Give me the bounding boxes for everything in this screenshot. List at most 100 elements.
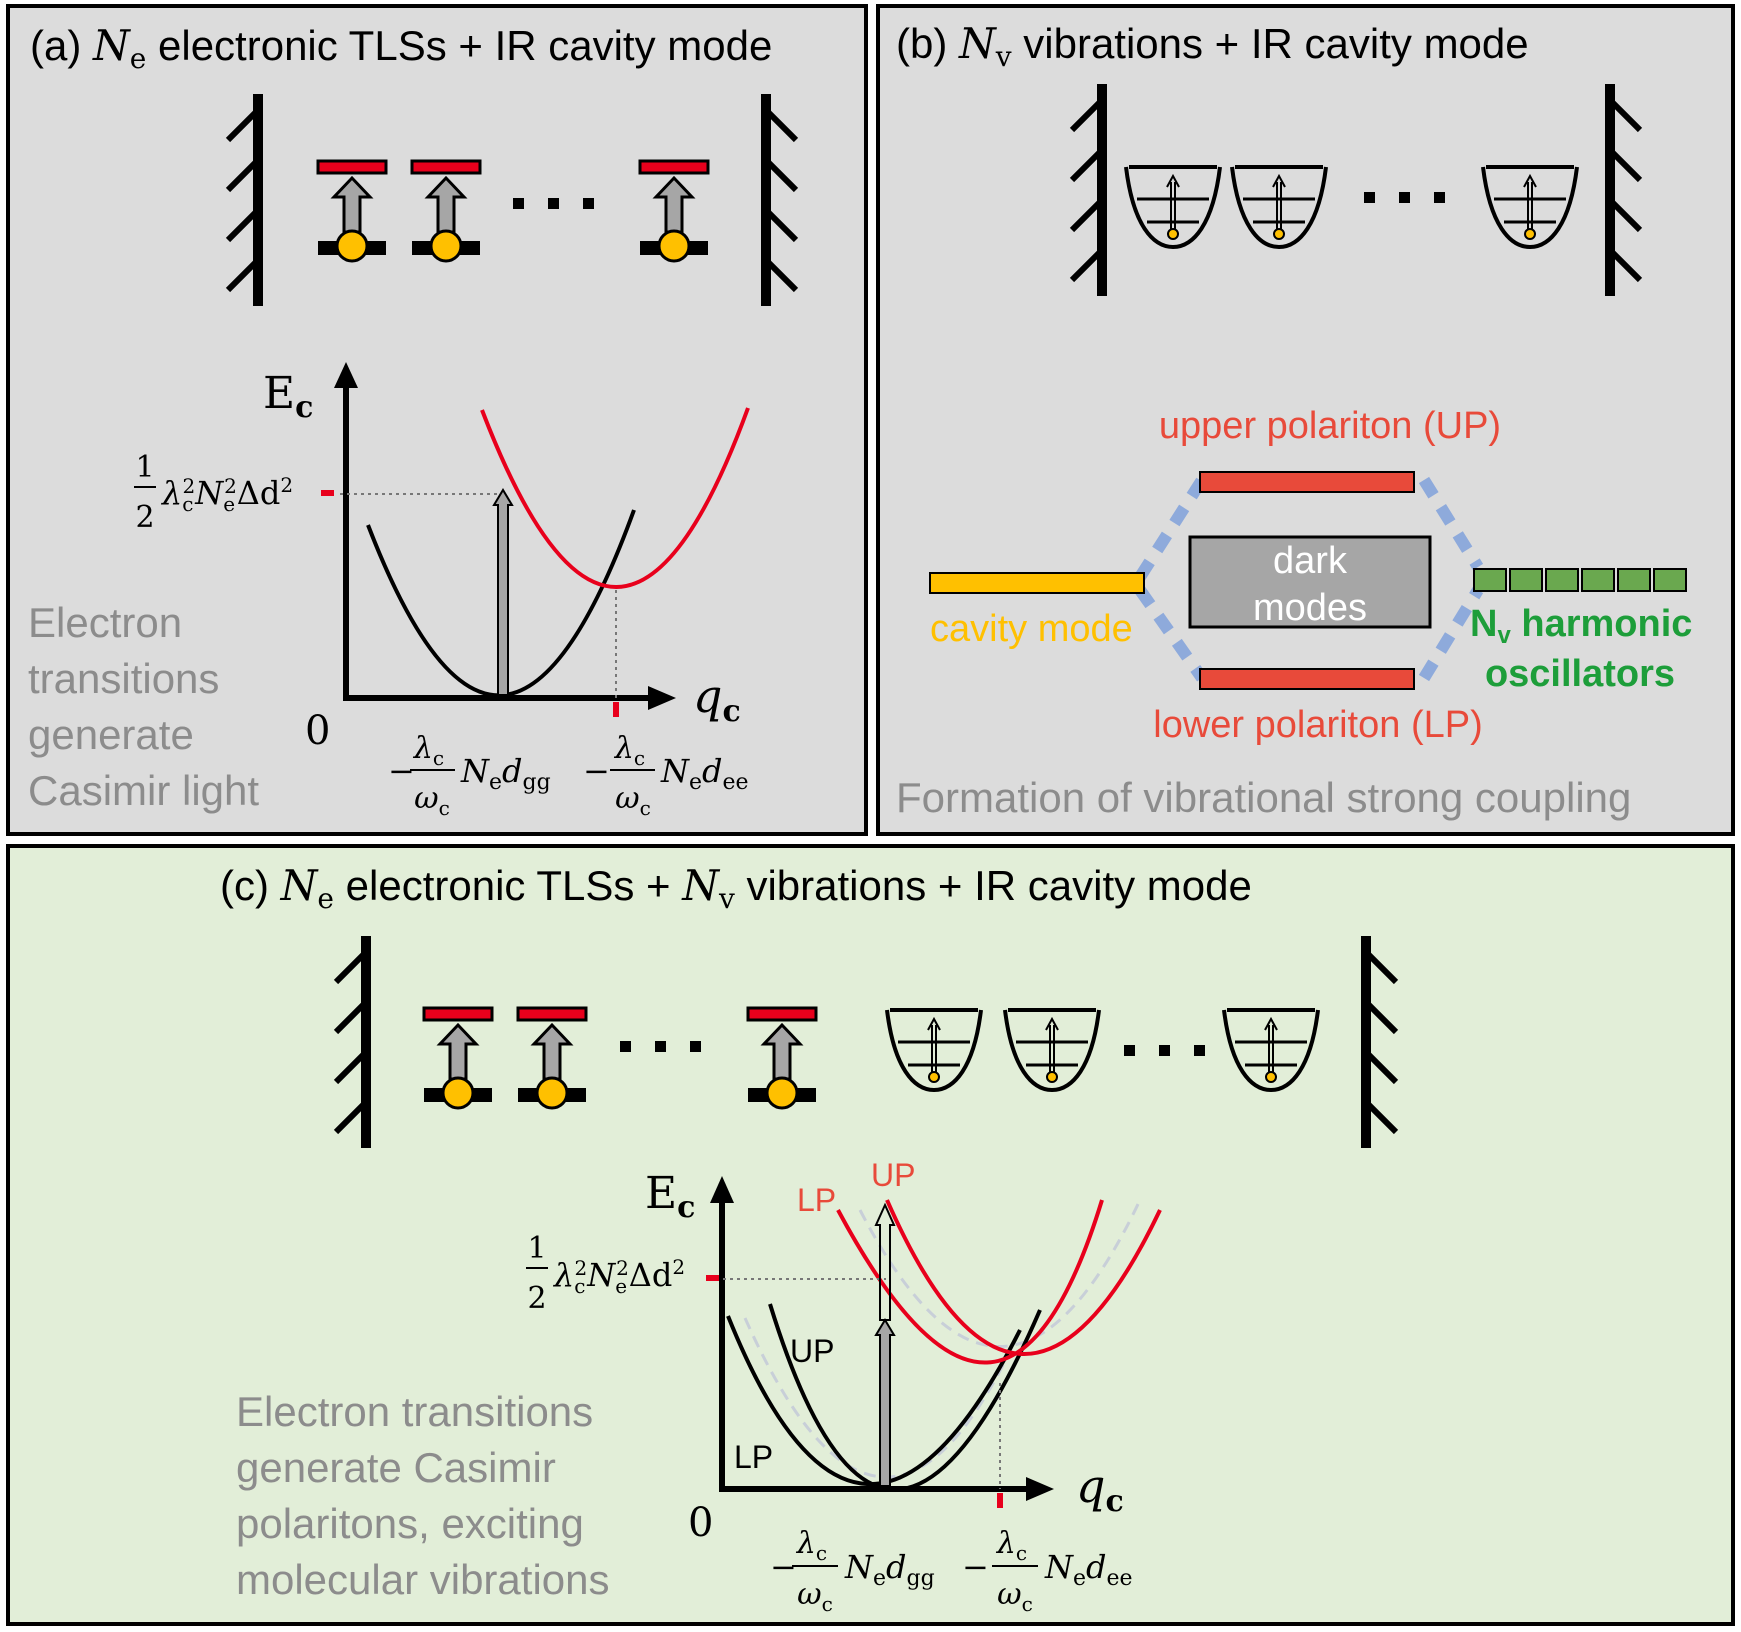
svg-text:2: 2 <box>527 1281 546 1316</box>
lower-polariton-black <box>726 1315 1022 1486</box>
svg-text:ωc: ωc <box>414 781 450 820</box>
svg-text:generate: generate <box>28 711 194 758</box>
upper-polariton-red <box>885 1199 1162 1356</box>
energy-axis-label: Ec <box>645 1168 695 1225</box>
svg-text:2: 2 <box>135 500 154 535</box>
svg-text:1: 1 <box>135 450 154 485</box>
tls-unit <box>316 159 388 263</box>
x-tick-label-gg: − λc ωc Nedgg <box>388 731 551 820</box>
svg-text:polaritons, exciting: polaritons, exciting <box>236 1500 584 1547</box>
panel-b-caption: Formation of vibrational strong coupling <box>896 774 1631 821</box>
tls-unit <box>422 1006 494 1110</box>
panel-a-plot: Ec qc 0 1 2 λc2Ne2Δd2 − λc ωc Nedgg − λc <box>134 362 750 820</box>
svg-text:Nedgg: Nedgg <box>844 1548 935 1591</box>
upper-polariton-label: upper polariton (UP) <box>1159 405 1501 447</box>
tls-unit <box>638 159 710 263</box>
x-tick-label-ee: − λc ωc Nedee <box>962 1526 1133 1616</box>
panel-b-title: (b) Nv vibrations + IR cavity mode <box>896 19 1529 73</box>
panel-c-frame <box>6 844 1735 1626</box>
dark-modes-box <box>1188 535 1432 629</box>
energy-tick-label: 1 2 λc2Ne2Δd2 <box>134 450 293 535</box>
svg-text:ωc: ωc <box>997 1577 1033 1616</box>
excitation-arrow-upper <box>874 1202 896 1321</box>
uncoupled-curves <box>743 1199 1142 1479</box>
panel-b: (b) Nv vibrations + IR cavity mode <box>896 19 1692 821</box>
svg-text:generate Casimir: generate Casimir <box>236 1444 556 1491</box>
panel-a-caption: Electron transitions generate Casimir li… <box>28 599 259 814</box>
svg-text:ωc: ωc <box>615 781 651 820</box>
svg-text:Electron: Electron <box>28 599 182 646</box>
ellipsis-dots <box>620 1041 701 1052</box>
panel-c-plot: Ec qc 0 LP UP UP LP 1 2 λc2Ne2Δd2 − λc ω… <box>526 1157 1162 1616</box>
svg-text:−: − <box>583 752 610 790</box>
harmonic-oscillator-levels <box>1473 568 1687 592</box>
panel-a: (a) Ne electronic TLSs + IR cavity mode <box>28 21 799 820</box>
panel-c-caption: Electron transitions generate Casimir po… <box>236 1388 610 1603</box>
left-mirror <box>1069 84 1107 296</box>
energy-axis-label: Ec <box>263 368 313 425</box>
lower-polariton-label: lower polariton (LP) <box>1153 704 1482 746</box>
svg-text:Nedee: Nedee <box>1044 1548 1133 1591</box>
origin-label: 0 <box>305 708 330 754</box>
tls-unit <box>746 1006 818 1110</box>
panel-c: (c) Ne electronic TLSs + Nv vibrations +… <box>220 861 1399 1616</box>
vibration-well <box>1003 1008 1101 1093</box>
right-mirror <box>1361 936 1399 1148</box>
coupling-diagram: upper polariton (UP) lower polariton (LP… <box>929 405 1692 746</box>
coord-axis-label: qc <box>1076 1459 1124 1519</box>
oscillators-label: oscillators <box>1485 653 1675 695</box>
x-tick-label-ee: − λc ωc Nedee <box>583 731 749 820</box>
left-mirror <box>225 94 263 306</box>
upper-polariton-black <box>768 1303 1042 1492</box>
cavity-mode-level <box>929 572 1145 594</box>
cavity-mode-label: cavity mode <box>930 608 1133 650</box>
svg-text:ωc: ωc <box>797 1577 833 1616</box>
lp-red-label: LP <box>797 1182 836 1218</box>
svg-text:Electron transitions: Electron transitions <box>236 1388 593 1435</box>
up-black-label: UP <box>790 1333 834 1369</box>
up-red-label: UP <box>871 1157 915 1193</box>
svg-text:Nedee: Nedee <box>660 752 749 795</box>
svg-text:λc: λc <box>614 731 645 770</box>
svg-text:λc: λc <box>996 1526 1027 1565</box>
vibration-well <box>1124 165 1222 250</box>
vibration-well <box>1230 165 1328 250</box>
right-mirror <box>761 94 799 306</box>
coupling-dashes <box>1134 476 1484 682</box>
excitation-arrow <box>874 1318 896 1487</box>
svg-text:λc: λc <box>413 731 444 770</box>
vibration-well <box>1481 165 1579 250</box>
panel-c-title: (c) Ne electronic TLSs + Nv vibrations +… <box>220 861 1252 915</box>
energy-tick-label: 1 2 λc2Ne2Δd2 <box>526 1231 685 1316</box>
svg-text:molecular vibrations: molecular vibrations <box>236 1556 610 1603</box>
dark-modes-label: dark <box>1273 540 1348 582</box>
tls-unit <box>410 159 482 263</box>
origin-label: 0 <box>688 1500 713 1546</box>
ellipsis-dots <box>513 198 594 209</box>
panel-a-title: (a) Ne electronic TLSs + IR cavity mode <box>30 21 772 75</box>
lower-polariton-red <box>836 1199 1104 1365</box>
excitation-arrow <box>492 488 514 696</box>
svg-text:1: 1 <box>527 1231 546 1266</box>
tls-unit <box>516 1006 588 1110</box>
vibration-well <box>1222 1008 1320 1093</box>
svg-text:λc2Ne2Δd2: λc2Ne2Δd2 <box>160 473 293 516</box>
right-mirror <box>1605 84 1643 296</box>
svg-text:Casimir light: Casimir light <box>28 767 259 814</box>
left-mirror <box>333 936 371 1148</box>
coord-axis-label: qc <box>693 669 741 729</box>
excited-curve <box>480 407 750 589</box>
svg-text:λc: λc <box>796 1526 827 1565</box>
svg-text:λc2Ne2Δd2: λc2Ne2Δd2 <box>552 1255 685 1298</box>
ellipsis-dots <box>1364 192 1445 203</box>
ellipsis-dots <box>1124 1045 1205 1056</box>
panel-b-frame <box>876 4 1735 836</box>
x-tick-label-gg: − λc ωc Nedgg <box>770 1526 935 1616</box>
svg-text:transitions: transitions <box>28 655 219 702</box>
oscillators-label: Nv harmonic <box>1470 603 1692 649</box>
lp-black-label: LP <box>734 1439 773 1475</box>
vibration-well <box>885 1008 983 1093</box>
svg-text:−: − <box>962 1548 989 1586</box>
upper-polariton-level <box>1199 471 1415 493</box>
lower-polariton-level <box>1199 668 1415 690</box>
